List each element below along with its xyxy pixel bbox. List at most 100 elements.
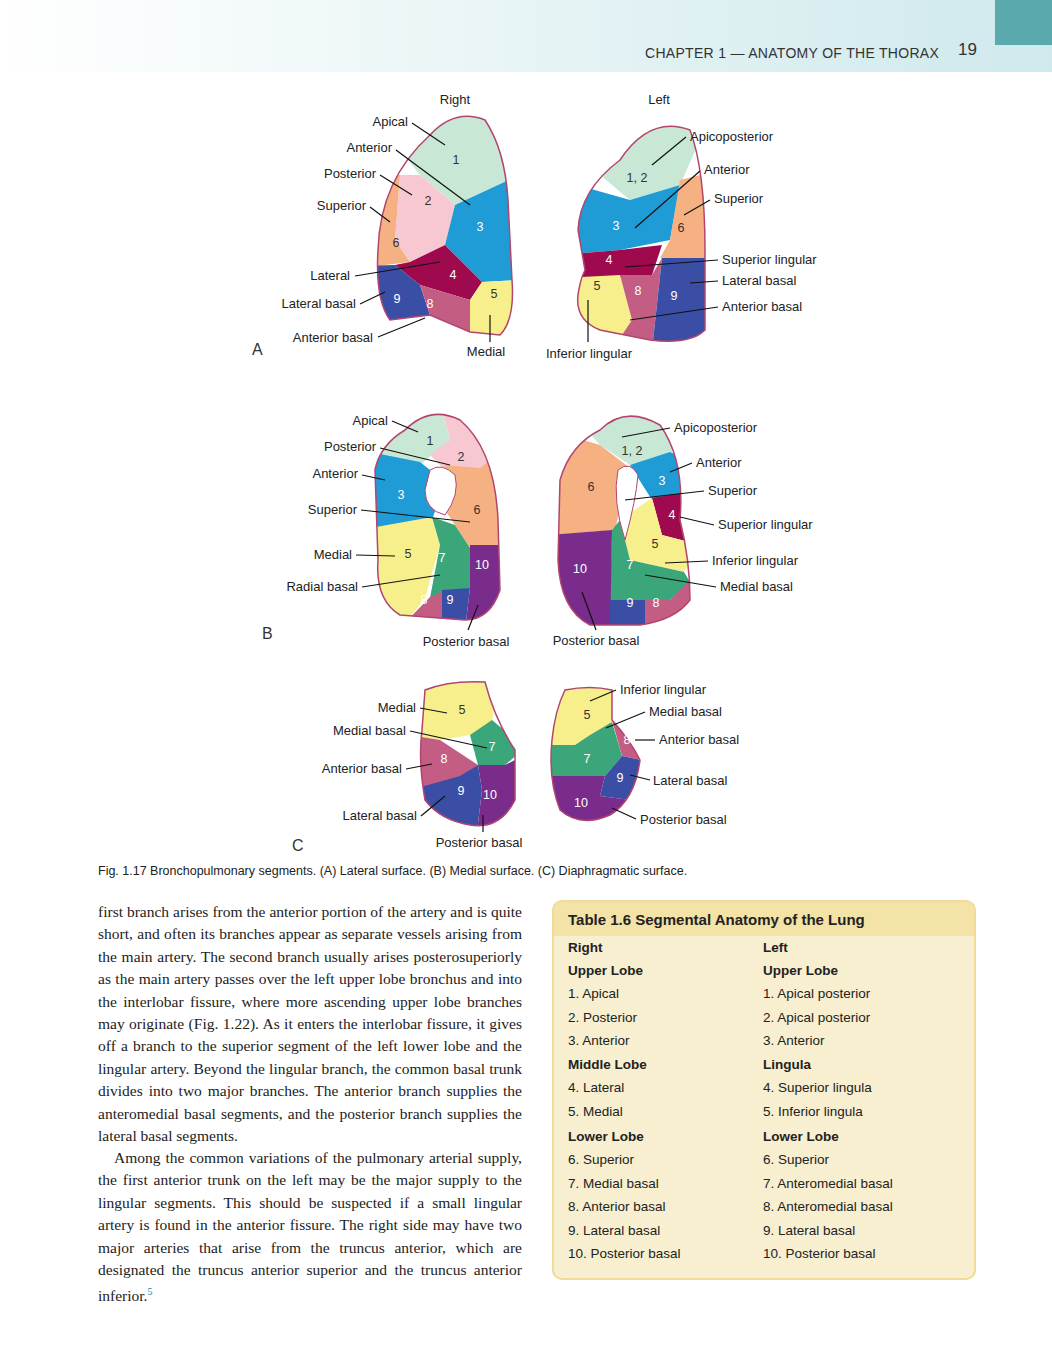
body-paragraph: Among the common variations of the pulmo… — [98, 1147, 522, 1308]
segment-label: Medial basal — [720, 579, 793, 595]
table-cell: Lower Lobe — [568, 1129, 644, 1145]
segment-number: 6 — [393, 235, 400, 251]
panel-letter: A — [252, 342, 263, 358]
segment-label: Superior — [317, 198, 366, 214]
reference-number: 5 — [148, 1286, 153, 1297]
segment-label: Inferior lingular — [546, 346, 632, 362]
segment-label: Posterior — [324, 166, 376, 182]
table-cell: Upper Lobe — [568, 963, 643, 979]
header-band — [0, 0, 1052, 72]
segment-label: Anterior — [704, 162, 750, 178]
figure-caption: Fig. 1.17 Bronchopulmonary segments. (A)… — [98, 863, 687, 879]
table-cell: Lingula — [763, 1057, 811, 1073]
segment-label: Medial — [314, 547, 352, 563]
segment-number: 9 — [671, 288, 678, 304]
segment-number: 3 — [613, 218, 620, 234]
segment-label: Superior — [708, 483, 757, 499]
segment-label: Superior lingular — [718, 517, 813, 533]
segment-number: 9 — [447, 592, 454, 608]
segment-number: 4 — [606, 252, 613, 268]
segment-number: 7 — [584, 751, 591, 767]
table-cell: 9. Lateral basal — [568, 1223, 660, 1239]
table-cell: Right — [568, 940, 603, 956]
panel-letter: C — [292, 838, 304, 854]
segment-number: 10 — [574, 795, 588, 811]
segment-label: Posterior basal — [553, 633, 640, 649]
segment-number: 8 — [427, 296, 434, 312]
right-lung-lateral — [360, 100, 520, 345]
segment-label: Superior — [714, 191, 763, 207]
table-cell: 4. Superior lingula — [763, 1080, 872, 1096]
segment-label: Anterior basal — [293, 330, 373, 346]
table-cell: Left — [763, 940, 788, 956]
segment-number: 3 — [477, 219, 484, 235]
panel-letter: B — [262, 626, 273, 642]
segment-label: Posterior basal — [640, 812, 727, 828]
table-cell: 3. Anterior — [568, 1033, 630, 1049]
right-lung-diaphragmatic — [410, 670, 525, 840]
segment-label: Medial basal — [333, 723, 406, 739]
segment-number: 5 — [652, 536, 659, 552]
segment-number: 8 — [635, 283, 642, 299]
segment-number: 9 — [617, 770, 624, 786]
table-cell: Middle Lobe — [568, 1057, 647, 1073]
segment-label: Posterior — [324, 439, 376, 455]
segment-number: 6 — [678, 220, 685, 236]
header-tab — [995, 0, 1052, 45]
segment-label: Posterior basal — [436, 835, 523, 851]
segment-label: Lateral basal — [722, 273, 796, 289]
segment-number: 9 — [394, 291, 401, 307]
table-cell: 4. Lateral — [568, 1080, 624, 1096]
segment-number: 5 — [491, 286, 498, 302]
right-lung-medial — [360, 400, 510, 630]
segment-number: 4 — [669, 507, 676, 523]
segment-number: 3 — [659, 473, 666, 489]
table-cell: 7. Anteromedial basal — [763, 1176, 893, 1192]
segment-label: Anterior — [346, 140, 392, 156]
segment-label: Inferior lingular — [712, 553, 798, 569]
table-cell: 1. Apical — [568, 986, 619, 1002]
table-cell: 5. Inferior lingula — [763, 1104, 863, 1120]
segment-label: Lateral basal — [653, 773, 727, 789]
segment-label: Apicoposterior — [690, 129, 773, 145]
segment-label: Right — [440, 92, 470, 108]
segment-number: 1, 2 — [627, 170, 648, 186]
segment-number: 2 — [425, 193, 432, 209]
segment-number: 5 — [405, 546, 412, 562]
segment-label: Medial — [378, 700, 416, 716]
segment-number: 1 — [453, 152, 460, 168]
segment-label: Medial basal — [649, 704, 722, 720]
table-cell: 7. Medial basal — [568, 1176, 659, 1192]
segment-number: 1, 2 — [622, 443, 643, 459]
segment-number: 5 — [594, 278, 601, 294]
segment-label: Anterior basal — [322, 761, 402, 777]
segment-number: 5 — [584, 707, 591, 723]
segment-number: 8 — [624, 732, 631, 748]
segment-number: 9 — [627, 595, 634, 611]
segment-label: Apical — [373, 114, 408, 130]
table-cell: 10. Posterior basal — [763, 1246, 876, 1262]
segment-number: 10 — [475, 557, 489, 573]
segment-label: Anterior — [696, 455, 742, 471]
segment-number: 10 — [483, 787, 497, 803]
table-cell: 9. Lateral basal — [763, 1223, 855, 1239]
segment-label: Anterior basal — [722, 299, 802, 315]
segment-label: Lateral — [310, 268, 350, 284]
left-lung-medial — [550, 400, 700, 640]
segment-number: 8 — [653, 595, 660, 611]
leader-lines — [355, 123, 718, 832]
table-cell: Upper Lobe — [763, 963, 838, 979]
segment-label: Anterior basal — [659, 732, 739, 748]
segment-number: 5 — [459, 702, 466, 718]
segment-number: 8 — [421, 592, 428, 608]
table-cell: 2. Posterior — [568, 1010, 637, 1026]
body-paragraph: first branch arises from the anterior po… — [98, 901, 522, 1147]
segment-number: 7 — [439, 550, 446, 566]
segment-label: Superior lingular — [722, 252, 817, 268]
segment-number: 9 — [458, 783, 465, 799]
segment-number: 7 — [489, 739, 496, 755]
segment-number: 1 — [427, 433, 434, 449]
segment-number: 8 — [441, 751, 448, 767]
table-cell: 6. Superior — [763, 1152, 829, 1168]
segment-number: 7 — [627, 557, 634, 573]
